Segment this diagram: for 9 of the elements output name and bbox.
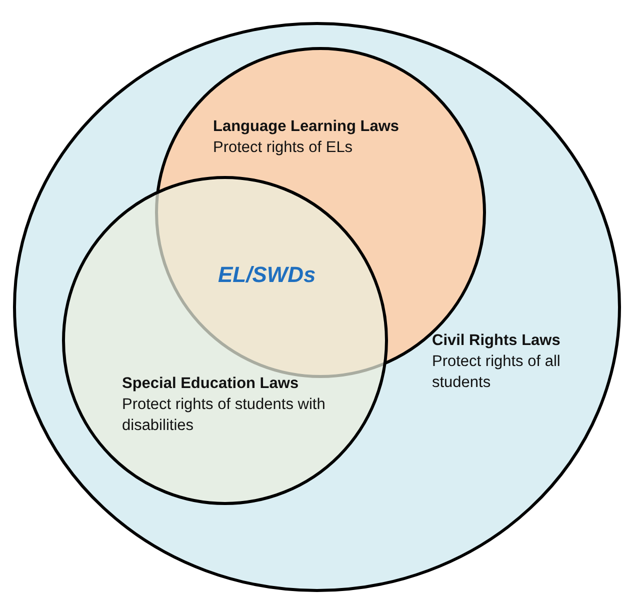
- circle-heading: Special Education Laws: [122, 374, 300, 394]
- overlapping-circle: [62, 176, 388, 505]
- circle-heading: Civil Rights Laws: [432, 331, 562, 351]
- circle-description: Protect rights of all students: [432, 352, 562, 393]
- outer-circle: [13, 22, 621, 592]
- circle-description: Protect rights of students with disabilities: [122, 395, 326, 436]
- circle-heading: Language Learning Laws: [213, 117, 400, 137]
- overlap-label: EL/SWDs: [218, 262, 316, 288]
- circle-description: Protect rights of ELs: [213, 138, 354, 158]
